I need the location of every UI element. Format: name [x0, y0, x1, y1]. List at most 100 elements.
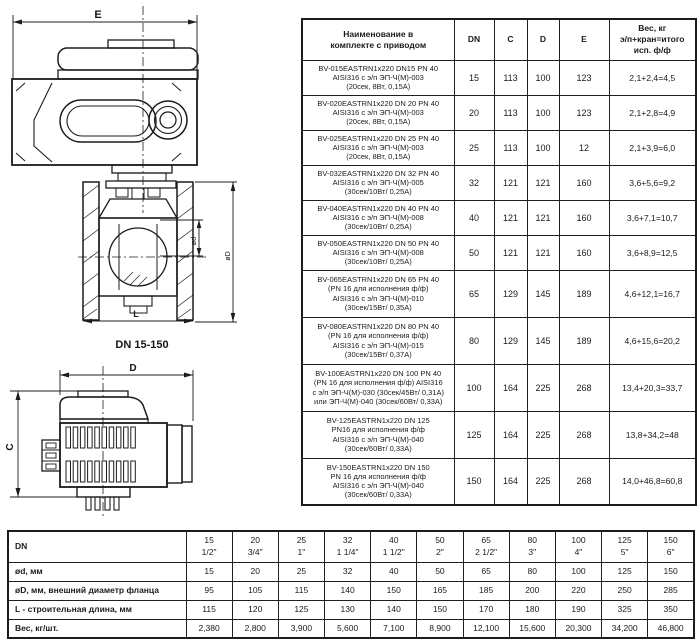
c-value: 164	[493, 363, 528, 412]
product-name: BV-015EASTRN1x220 DN15 PN 40 AISI316 с э…	[301, 59, 455, 96]
table-row: BV-015EASTRN1x220 DN15 PN 40 AISI316 с э…	[301, 59, 697, 96]
spec-header-name: Наименование в комплекте с приводом	[301, 18, 455, 61]
c-value: 113	[493, 59, 528, 96]
dimension-l	[83, 318, 193, 324]
table-row: ød, мм 15 20 25 32 40 50 65 80 100 125 1…	[7, 561, 695, 582]
dim-c-extension-lines	[10, 390, 80, 498]
actuator-window-inner	[66, 105, 150, 137]
actuator-neck-lower	[117, 172, 167, 182]
dim-cell: 40 1 1/2"	[370, 530, 418, 563]
table-row: DN 15 1/2" 20 3/4" 25 1" 32 1 1/4" 40 1 …	[7, 530, 695, 563]
table-row: BV-040EASTRN1x220 DN 40 PN 40 AISI316 с …	[301, 199, 697, 236]
dim-l-arrow-left	[83, 318, 92, 324]
dimension-d	[59, 370, 194, 421]
mounting-bolt-left	[115, 187, 129, 198]
e-value: 268	[558, 410, 610, 459]
cable-gland-block	[41, 439, 61, 472]
e-value: 268	[558, 457, 610, 506]
dim-cell: 32	[324, 561, 372, 582]
weight-value: 13,4+20,3=33,7	[608, 363, 697, 412]
dim-cell: 20	[231, 561, 279, 582]
dim-od-big-extension-lines	[195, 181, 237, 323]
d-value: 121	[526, 199, 560, 236]
actuator-corner-screws	[15, 82, 182, 162]
position-indicator-middle	[153, 105, 183, 135]
weight-value: 14,0+46,8=60,8	[608, 457, 697, 506]
weight-value: 13,8+34,2=48	[608, 410, 697, 459]
product-name: BV-150EASTRN1x220 DN 150 PN 16 для испол…	[301, 457, 455, 506]
table-row: BV-025EASTRN1x220 DN 25 PN 40 AISI316 с …	[301, 129, 697, 166]
d-value: 225	[526, 410, 560, 459]
dim-e-extension-lines	[12, 15, 198, 79]
dim-d-arrow-right	[184, 372, 193, 378]
dim-c-arrow-bottom	[15, 488, 21, 497]
c-value: 129	[493, 269, 528, 318]
dim-cell: 12,100	[462, 618, 510, 639]
product-name: BV-065EASTRN1x220 DN 65 PN 40 (PN 16 для…	[301, 269, 455, 318]
table-row: Вес, кг/шт. 2,380 2,800 3,900 5,600 7,10…	[7, 618, 695, 639]
dimension-od-small	[160, 219, 203, 257]
dim-cell: 115	[277, 580, 326, 601]
dim-cell: 190	[554, 599, 603, 620]
dim-od-big-arrow-top	[230, 182, 236, 191]
table-row: BV-032EASTRN1x220 DN 32 PN 40 AISI316 с …	[301, 164, 697, 201]
d-value: 145	[526, 316, 560, 365]
cooling-fins-bottom-row	[65, 460, 136, 483]
c-value: 129	[493, 316, 528, 365]
dim-cell: 105	[231, 580, 279, 601]
dim-cell: 180	[508, 599, 556, 620]
dim-cell: 5,600	[324, 618, 372, 639]
dn-value: 150	[453, 457, 495, 506]
dim-cell: 40	[370, 561, 418, 582]
dim-cell: 65 2 1/2"	[462, 530, 510, 563]
dim-cell: 25	[277, 561, 326, 582]
dim-row-label: øD, мм, внешний диаметр фланца	[7, 580, 187, 601]
dim-cell: 80 3"	[508, 530, 556, 563]
dim-cell: 165	[416, 580, 464, 601]
dn-value: 100	[453, 363, 495, 412]
side-cap-dome	[59, 396, 150, 420]
actuator-side-view-drawing: D C	[5, 363, 194, 516]
technical-drawings: E	[5, 6, 237, 516]
dim-e-arrow-left	[13, 19, 22, 25]
weight-value: 2,1+2,8=4,9	[608, 94, 697, 131]
dimension-c	[10, 390, 80, 498]
e-value: 12	[558, 129, 610, 166]
weight-value: 3,6+7,1=10,7	[608, 199, 697, 236]
dim-cell: 7,100	[370, 618, 418, 639]
cable-gland-2	[45, 452, 57, 459]
c-value: 164	[493, 410, 528, 459]
drawing-caption: DN 15-150	[115, 339, 168, 351]
spec-header-e: E	[558, 18, 610, 61]
weight-value: 2,1+3,9=6,0	[608, 129, 697, 166]
table-row: BV-050EASTRN1x220 DN 50 PN 40 AISI316 с …	[301, 234, 697, 271]
dim-cell: 15,600	[508, 618, 556, 639]
actuator-neck-upper	[111, 164, 173, 174]
product-name: BV-032EASTRN1x220 DN 32 PN 40 AISI316 с …	[301, 164, 455, 201]
dim-c-arrow-top	[15, 391, 21, 400]
dim-cell: 350	[647, 599, 695, 620]
c-value: 164	[493, 457, 528, 506]
valve-bore-lines	[118, 224, 158, 290]
dim-cell: 15 1/2"	[185, 530, 233, 563]
dim-cell: 100	[554, 561, 603, 582]
valve-flange-left	[82, 181, 100, 321]
d-value: 100	[526, 94, 560, 131]
spec-header-row: Наименование в комплекте с приводом DN C…	[301, 18, 697, 61]
dim-cell: 15	[185, 561, 233, 582]
weight-value: 4,6+15,6=20,2	[608, 316, 697, 365]
valve-front-view-drawing: E	[11, 6, 237, 324]
dim-cell: 46,800	[647, 618, 695, 639]
dimension-e	[12, 15, 198, 79]
c-value: 113	[493, 129, 528, 166]
dn-dimensions-table: DN 15 1/2" 20 3/4" 25 1" 32 1 1/4" 40 1 …	[7, 530, 695, 639]
table-row: L - строительная длина, мм 115 120 125 1…	[7, 599, 695, 620]
dim-cell: 150 6"	[647, 530, 695, 563]
drain-plug-lower	[129, 305, 148, 314]
dim-l-arrow-right	[184, 318, 193, 324]
c-value: 113	[493, 94, 528, 131]
d-value: 225	[526, 363, 560, 412]
dim-cell: 32 1 1/4"	[324, 530, 372, 563]
dim-cell: 34,200	[601, 618, 649, 639]
c-value: 121	[493, 234, 528, 271]
